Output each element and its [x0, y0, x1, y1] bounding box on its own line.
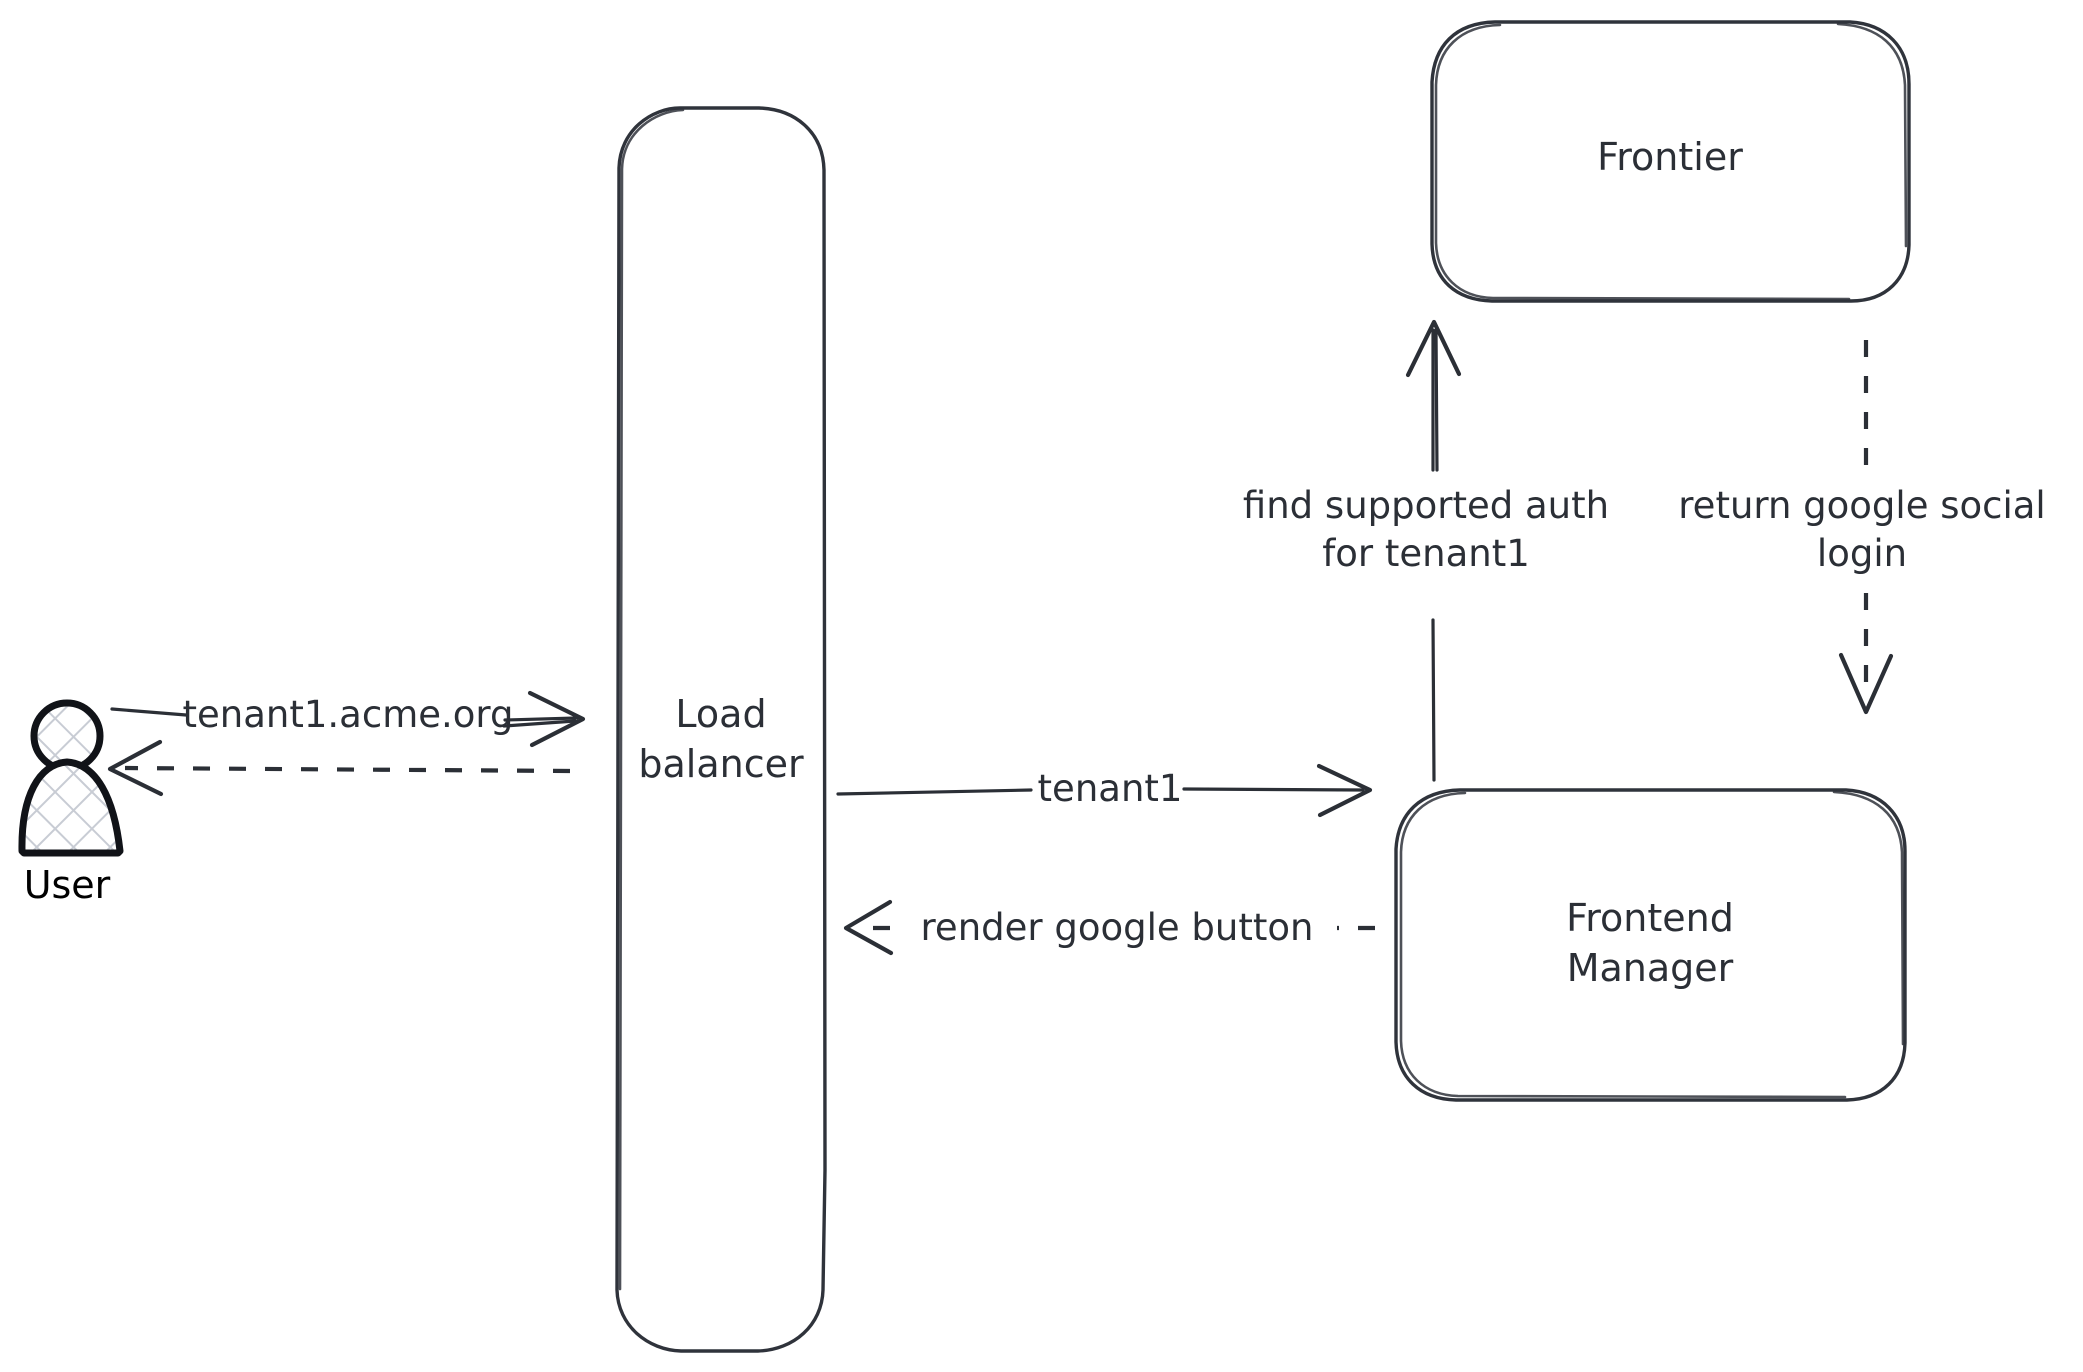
edge-label-find-supported-auth-line2: for tenant1 — [1322, 532, 1530, 575]
edge-frontier-to-fm — [1838, 340, 1894, 715]
frontend-manager-label-line1: Frontend — [1566, 896, 1734, 940]
edge-user-to-lb — [110, 690, 586, 748]
load-balancer-label-line1: Load — [675, 692, 766, 736]
frontier-node[interactable] — [1430, 20, 1911, 303]
edge-fm-to-frontier — [1405, 319, 1462, 782]
edge-fm-to-lb — [843, 899, 1375, 956]
user-label: User — [24, 863, 111, 907]
edge-label-return-google-social-line1: return google social — [1678, 484, 2045, 527]
user-actor-icon — [18, 699, 124, 857]
edge-lb-to-user — [107, 739, 571, 797]
edge-label-tenant1-acme-org: tenant1.acme.org — [183, 693, 514, 736]
edge-lb-to-fm — [836, 763, 1373, 818]
load-balancer-label-line2: balancer — [638, 742, 804, 786]
edge-label-return-google-social-line2: login — [1817, 532, 1907, 575]
edge-label-tenant1: tenant1 — [1038, 767, 1183, 810]
frontend-manager-node[interactable] — [1394, 788, 1907, 1102]
load-balancer-node[interactable] — [615, 106, 827, 1353]
frontend-manager-label-line2: Manager — [1567, 946, 1734, 990]
edge-label-find-supported-auth-line1: find supported auth — [1243, 484, 1609, 527]
edge-label-render-google-button: render google button — [921, 906, 1314, 949]
frontier-label: Frontier — [1597, 135, 1743, 179]
